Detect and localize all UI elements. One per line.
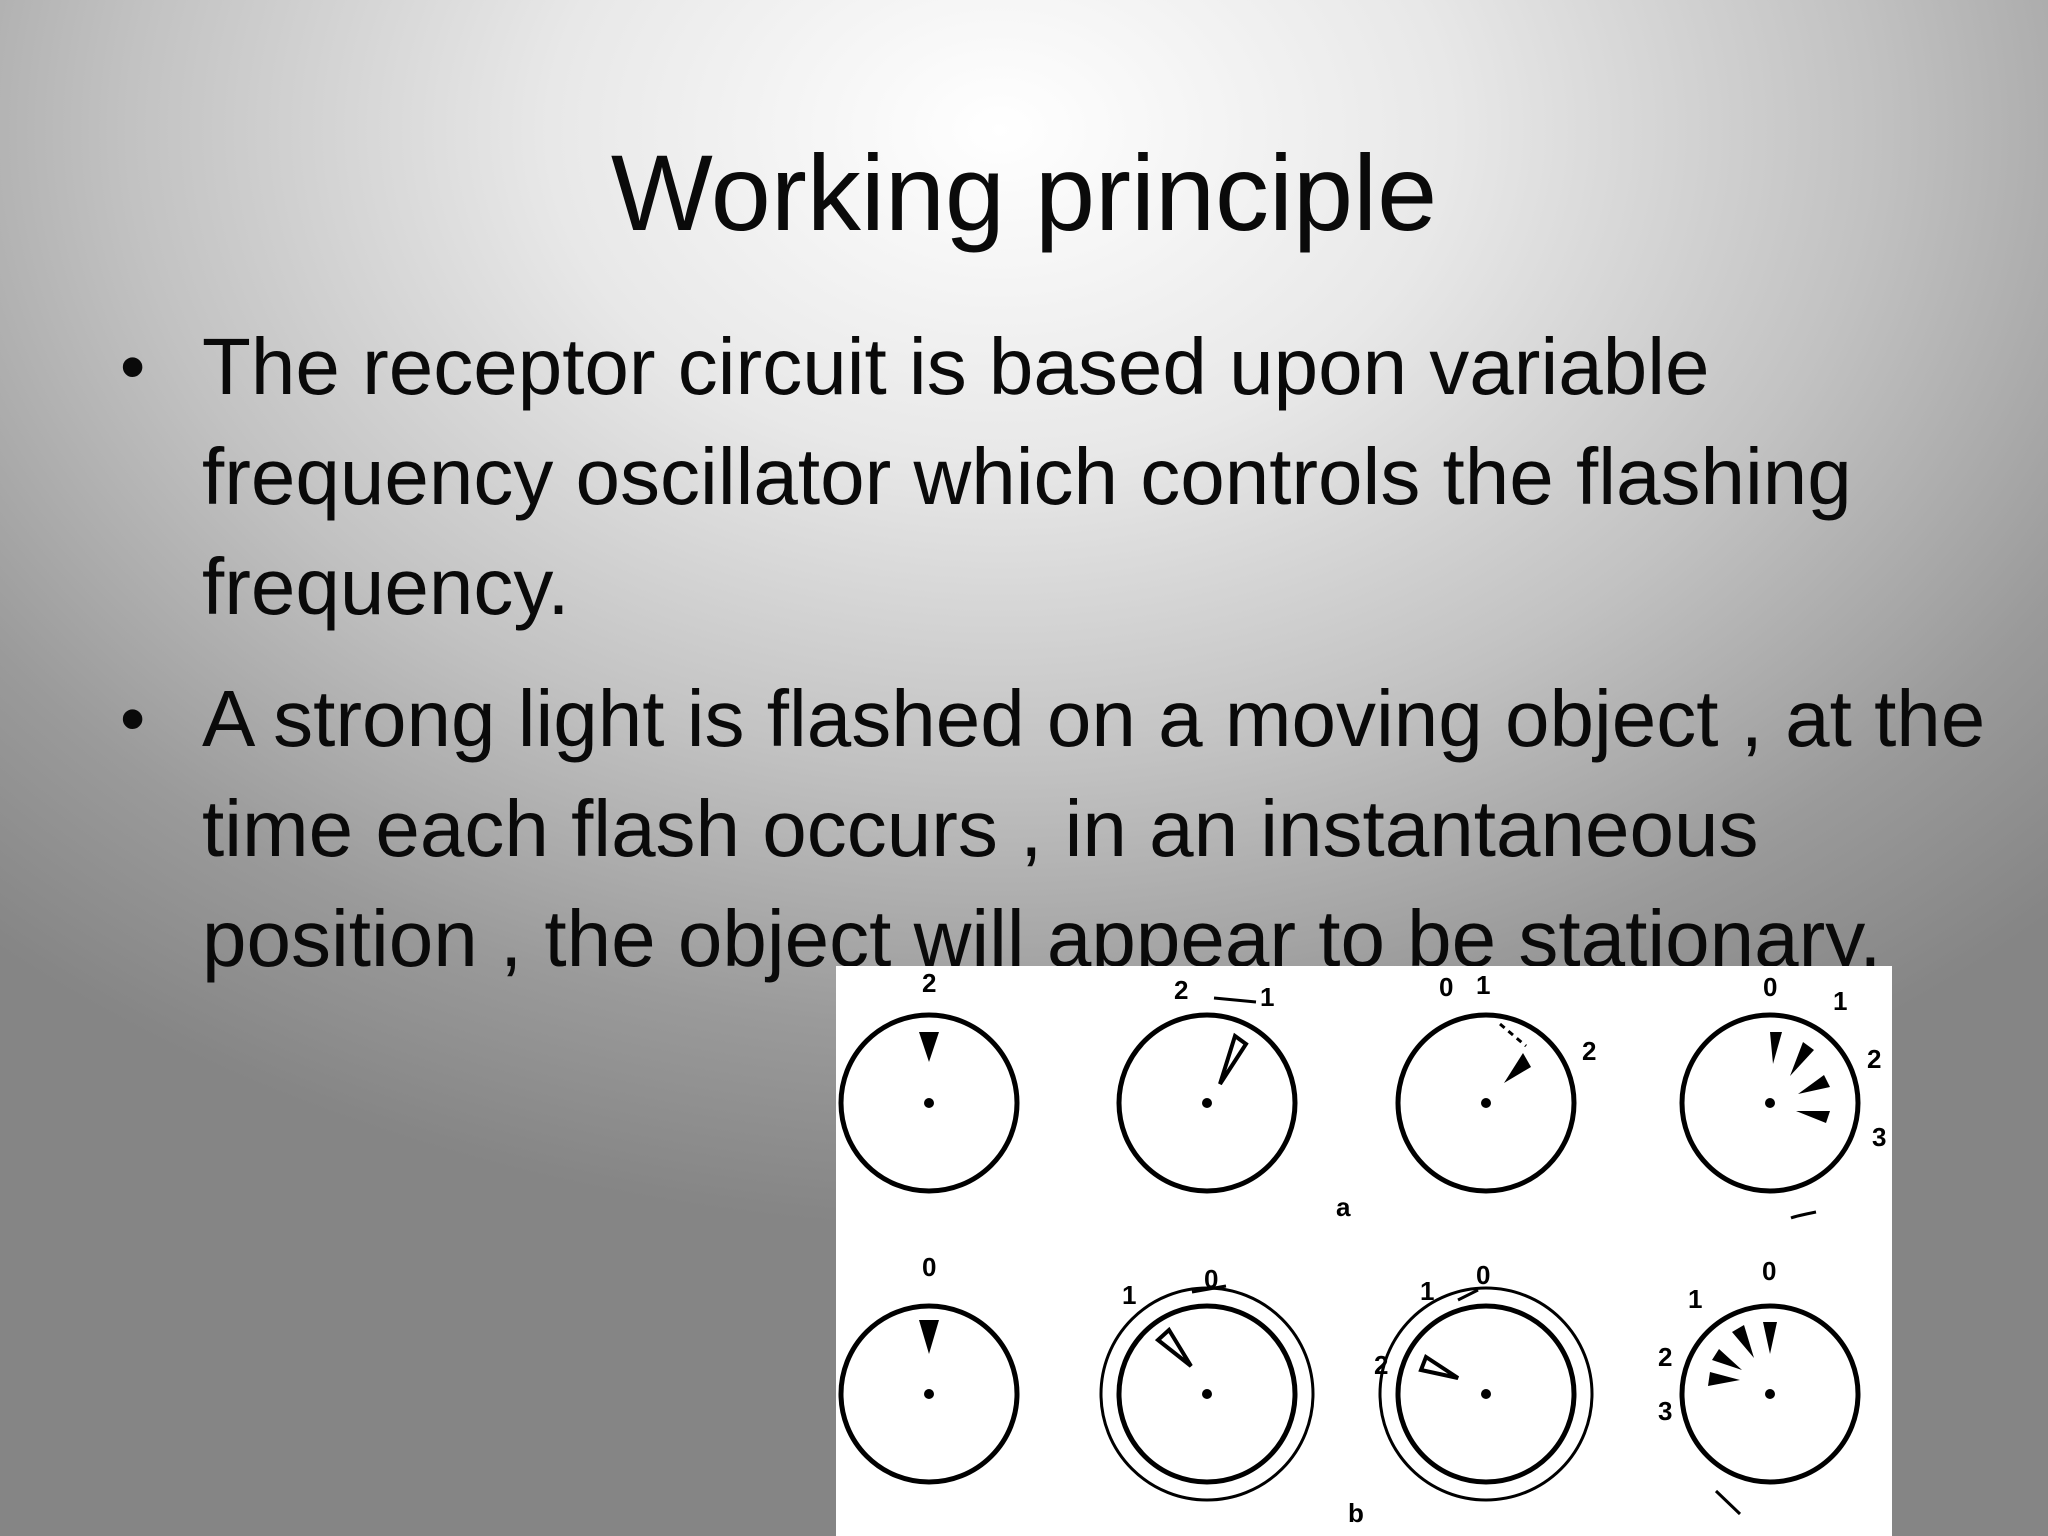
marker-wedge-icon <box>1798 1075 1830 1094</box>
disc-center <box>1481 1389 1491 1399</box>
marker-wedge-icon <box>1418 1353 1460 1380</box>
disc-center <box>1765 1098 1775 1108</box>
marker-wedge-icon <box>1218 1032 1249 1086</box>
marker-wedge-icon <box>919 1032 939 1062</box>
marker-wedge-icon <box>1790 1042 1814 1076</box>
position-label: 2 <box>922 968 936 998</box>
row-label: a <box>1336 1192 1351 1222</box>
position-label: 0 <box>1439 972 1453 1002</box>
disc-circle <box>1679 1012 1861 1194</box>
slide-title: Working principle <box>610 132 1438 253</box>
marker-wedge-icon <box>1708 1372 1740 1386</box>
position-label: 2 <box>1582 1036 1596 1066</box>
marker-wedge-icon <box>1712 1349 1742 1370</box>
arrow-icon <box>1213 996 1257 1004</box>
bullet-list: • The receptor circuit is based upon var… <box>120 312 2000 1016</box>
marker-wedge-icon <box>1154 1326 1193 1368</box>
arrow-icon <box>1499 1022 1527 1048</box>
position-label: 0 <box>1476 1260 1490 1290</box>
rotation-ring <box>1378 1286 1594 1502</box>
marker-wedge-icon <box>919 1320 939 1354</box>
position-label: 1 <box>1476 970 1490 1000</box>
position-label: 2 <box>1174 975 1188 1005</box>
position-label: 2 <box>1374 1350 1388 1380</box>
disc-circle <box>1116 1012 1298 1194</box>
position-label: 1 <box>1833 986 1847 1016</box>
position-label: 1 <box>1122 1280 1136 1310</box>
disc-circle <box>838 1303 1020 1485</box>
marker-wedge-icon <box>1763 1322 1777 1354</box>
bullet-text: A strong light is flashed on a moving ob… <box>202 674 1986 983</box>
bullet-item: • A strong light is flashed on a moving … <box>120 664 2000 994</box>
stroboscope-diagram-svg: 2 2 1 0 1 2 0 1 2 3 a 0 1 0 1 0 2 0 1 2 … <box>838 968 1886 1528</box>
bullet-text: The receptor circuit is based upon varia… <box>202 322 1852 631</box>
position-label: 2 <box>1867 1044 1881 1074</box>
position-label: 0 <box>1762 1256 1776 1286</box>
position-label: 1 <box>1688 1284 1702 1314</box>
disc-circle <box>1395 1012 1577 1194</box>
disc-center <box>924 1098 934 1108</box>
disc-circle <box>1679 1303 1861 1485</box>
disc-center <box>1202 1098 1212 1108</box>
position-label: 2 <box>1658 1342 1672 1372</box>
disc-circle <box>838 1012 1020 1194</box>
disc-center <box>1765 1389 1775 1399</box>
bullet-item: • The receptor circuit is based upon var… <box>120 312 2000 642</box>
disc-circle <box>1116 1303 1298 1485</box>
position-label: 3 <box>1658 1396 1672 1426</box>
bullet-dot-icon: • <box>120 327 146 407</box>
stroboscope-diagram: 2 2 1 0 1 2 0 1 2 3 a 0 1 0 1 0 2 0 1 2 … <box>836 966 1892 1536</box>
marker-wedge-icon <box>1796 1111 1830 1123</box>
disc-center <box>1481 1098 1491 1108</box>
position-label: 0 <box>1763 972 1777 1002</box>
arrow-icon <box>1191 1284 1227 1294</box>
position-label: 3 <box>1872 1122 1886 1152</box>
position-label: 0 <box>1204 1264 1218 1294</box>
marker-wedge-icon <box>1732 1325 1754 1358</box>
disc-center <box>1202 1389 1212 1399</box>
bullet-dot-icon: • <box>120 679 146 759</box>
disc-circle <box>1395 1303 1577 1485</box>
position-label: 0 <box>922 1252 936 1282</box>
marker-wedge-icon <box>1504 1053 1531 1083</box>
arrow-icon <box>1457 1288 1479 1302</box>
arrow-icon <box>1714 1489 1742 1516</box>
position-label: 1 <box>1260 982 1274 1012</box>
arrow-icon <box>1790 1210 1817 1220</box>
row-label: b <box>1348 1498 1364 1528</box>
disc-center <box>924 1389 934 1399</box>
position-label: 1 <box>1420 1276 1434 1306</box>
marker-wedge-icon <box>1770 1032 1782 1064</box>
